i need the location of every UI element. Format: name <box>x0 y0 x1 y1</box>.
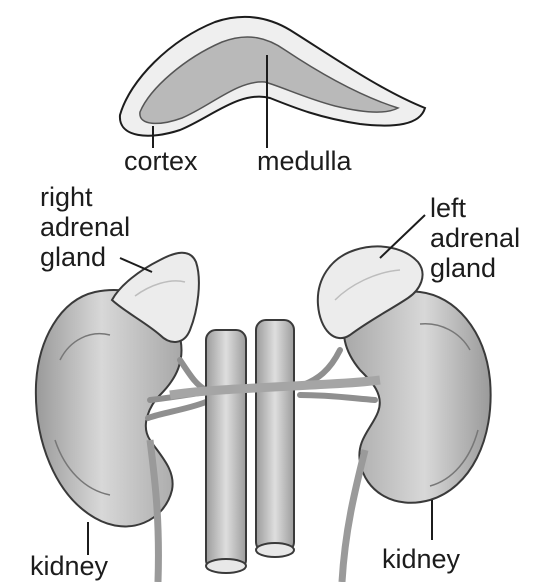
right-adrenal-label-line2: adrenal <box>40 213 130 241</box>
left-adrenal-label-line1: left <box>430 194 466 222</box>
adrenal-cross-section <box>120 17 425 136</box>
cortex-label: cortex <box>124 147 198 175</box>
kidney-left-label: kidney <box>382 545 460 573</box>
medulla-label: medulla <box>257 147 352 175</box>
left-ureter <box>342 450 365 582</box>
right-adrenal-label-line1: right <box>40 183 93 211</box>
right-adrenal-label-line3: gland <box>40 243 106 271</box>
left-adrenal-label-line2: adrenal <box>430 224 520 252</box>
left-adrenal-label-line3: gland <box>430 254 496 282</box>
right-adrenal-pointer <box>120 258 152 272</box>
kidney-right-label: kidney <box>30 552 108 580</box>
